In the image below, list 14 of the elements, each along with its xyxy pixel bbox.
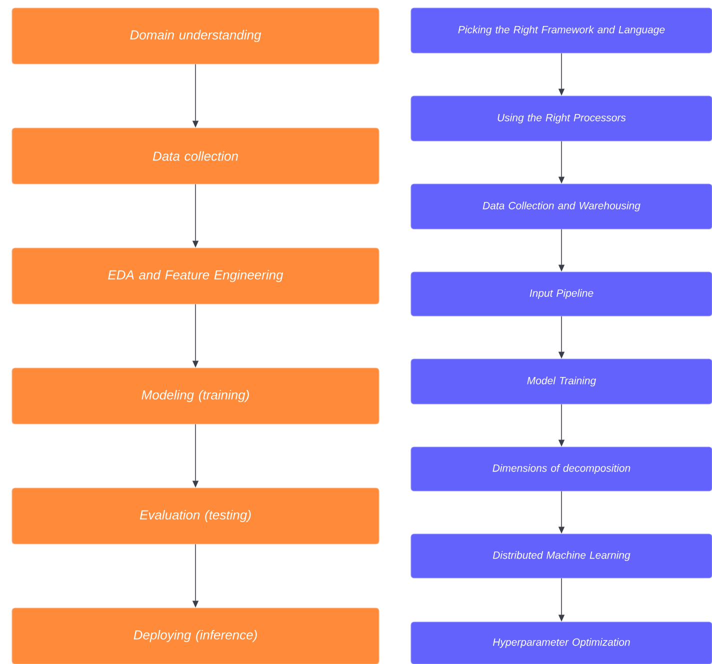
- process-box: Evaluation (testing): [12, 488, 380, 544]
- process-box: Hyperparameter Optimization: [410, 622, 712, 664]
- process-box: Data Collection and Warehousing: [410, 184, 712, 230]
- process-box: Picking the Right Framework and Language: [410, 8, 712, 54]
- process-box: EDA and Feature Engineering: [12, 248, 380, 304]
- process-box: Model Training: [410, 358, 712, 404]
- process-box: Deploying (inference): [12, 608, 380, 664]
- process-box: Input Pipeline: [410, 272, 712, 316]
- process-box: Distributed Machine Learning: [410, 534, 712, 578]
- process-box: Dimensions of decomposition: [410, 446, 712, 492]
- process-box: Data collection: [12, 128, 380, 184]
- process-box: Modeling (training): [12, 368, 380, 424]
- process-box: Using the Right Processors: [410, 96, 712, 142]
- process-box: Domain understanding: [12, 8, 380, 64]
